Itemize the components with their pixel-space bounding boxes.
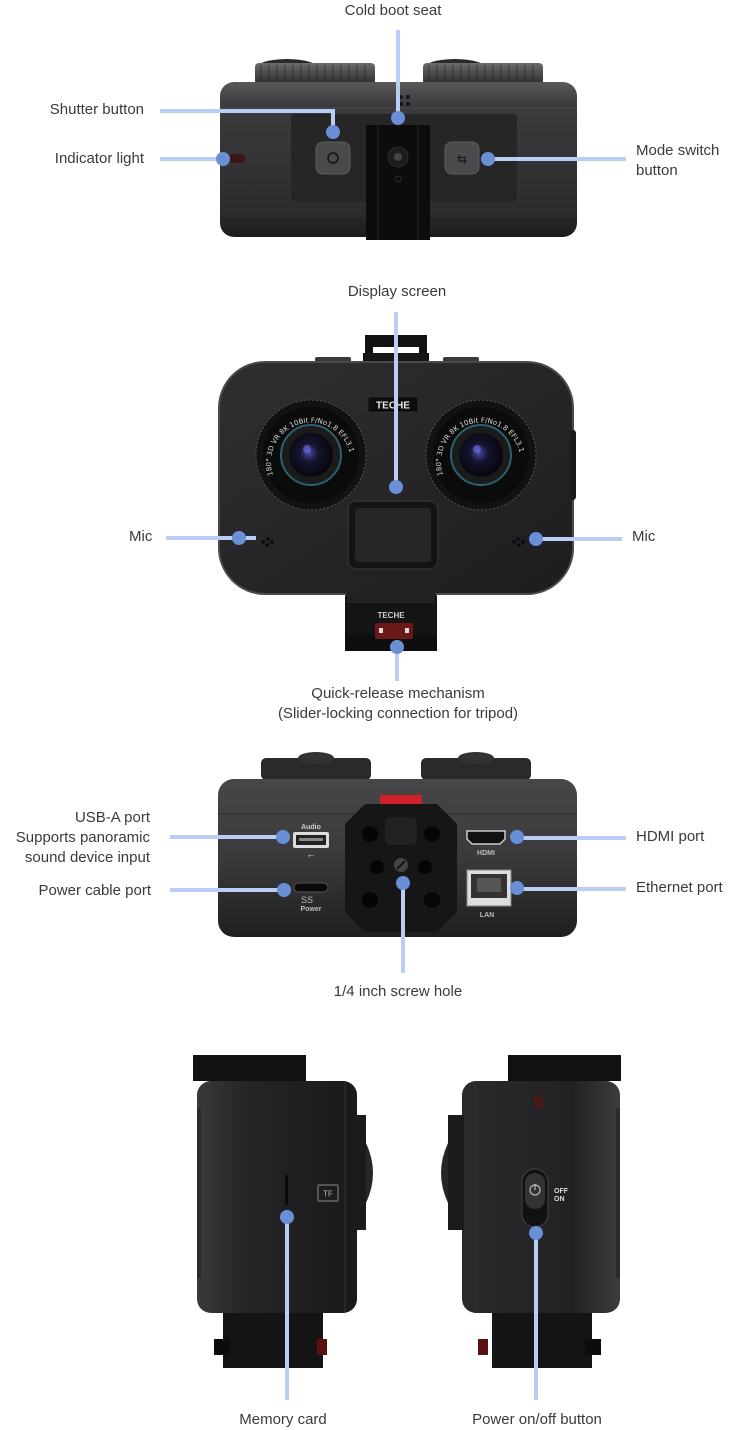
leader-dot-power-cable (277, 883, 291, 897)
camera-right-side-view: OFF ON (430, 1053, 625, 1369)
svg-text:⭠: ⭠ (308, 851, 315, 860)
leader-line-shutter-button (160, 109, 335, 113)
label-mic-right: Mic (632, 528, 656, 545)
label-usb-a-line1: USB-A port (74, 809, 150, 826)
switch-label-on: ON (554, 1196, 565, 1203)
leader-dot-usb-a (276, 830, 290, 844)
leader-dot-indicator-light (216, 152, 230, 166)
label-usb-a-port: USB-A port Supports panoramic sound devi… (0, 808, 150, 868)
brand-logo: TECHE (376, 401, 410, 412)
label-quick-release-line2: (Slider-locking connection for tripod) (277, 705, 519, 722)
leader-line-screw-hole (401, 885, 405, 973)
label-mode-switch-line2: button (636, 162, 678, 179)
port-label-power: Power (300, 906, 321, 913)
label-power-button: Power on/off button (472, 1411, 602, 1428)
label-quick-release: Quick-release mechanism (Slider-locking … (240, 684, 556, 724)
brand-logo-mount: TECHE (377, 611, 405, 620)
switch-label-off: OFF (554, 1188, 569, 1195)
leader-line-memory-card (285, 1218, 289, 1400)
label-indicator-light: Indicator light (54, 150, 144, 167)
label-quick-release-line1: Quick-release mechanism (311, 685, 485, 702)
tf-marking: TF (323, 1190, 333, 1199)
label-display-screen: Display screen (347, 283, 447, 300)
port-label-lan: LAN (480, 912, 494, 919)
leader-line-power-button (534, 1234, 538, 1400)
leader-line-cold-boot-seat (396, 30, 400, 118)
leader-dot-mic-left (232, 531, 246, 545)
label-usb-a-line3: sound device input (24, 849, 150, 866)
label-usb-a-line2: Supports panoramic (15, 829, 150, 846)
label-cold-boot-seat: Cold boot seat (344, 2, 442, 19)
leader-dot-hdmi (510, 830, 524, 844)
leader-dot-shutter-button (326, 125, 340, 139)
leader-dot-ethernet (510, 881, 524, 895)
leader-dot-display-screen (389, 480, 403, 494)
leader-line-usb-a (170, 835, 285, 839)
label-shutter-button: Shutter button (49, 101, 144, 118)
svg-text:⇆: ⇆ (457, 152, 467, 166)
leader-line-quick-release (395, 645, 399, 681)
leader-line-shutter-button-vertical (331, 109, 335, 129)
leader-line-mode-switch (490, 157, 626, 161)
leader-line-mic-right (540, 537, 622, 541)
leader-line-display-screen (394, 312, 398, 482)
label-mic-left: Mic (129, 528, 153, 545)
camera-left-side-view: TF (190, 1053, 385, 1369)
port-label-audio: Audio (301, 824, 321, 831)
leader-dot-screw-hole (396, 876, 410, 890)
label-screw-hole: 1/4 inch screw hole (333, 983, 463, 1000)
label-mode-switch-button: Mode switch button (636, 141, 719, 181)
leader-dot-cold-boot-seat (391, 111, 405, 125)
leader-dot-mode-switch (481, 152, 495, 166)
port-label-ss: SS (301, 895, 313, 905)
label-memory-card: Memory card (239, 1411, 327, 1428)
port-label-hdmi: HDMI (477, 850, 495, 857)
leader-line-power-cable (170, 888, 285, 892)
label-hdmi-port: HDMI port (636, 828, 705, 845)
label-power-cable-port: Power cable port (38, 882, 151, 899)
label-ethernet-port: Ethernet port (636, 879, 723, 896)
leader-dot-quick-release (390, 640, 404, 654)
camera-bottom-view: Audio ⭠ SS Power HDMI LAN (215, 752, 580, 942)
leader-dot-mic-right (529, 532, 543, 546)
leader-line-hdmi (520, 836, 626, 840)
leader-line-indicator-light (160, 157, 222, 161)
leader-dot-power-button (529, 1226, 543, 1240)
leader-line-mic-left (166, 536, 256, 540)
label-mode-switch-line1: Mode switch (636, 142, 720, 159)
leader-dot-memory-card (280, 1210, 294, 1224)
leader-line-ethernet (520, 887, 626, 891)
